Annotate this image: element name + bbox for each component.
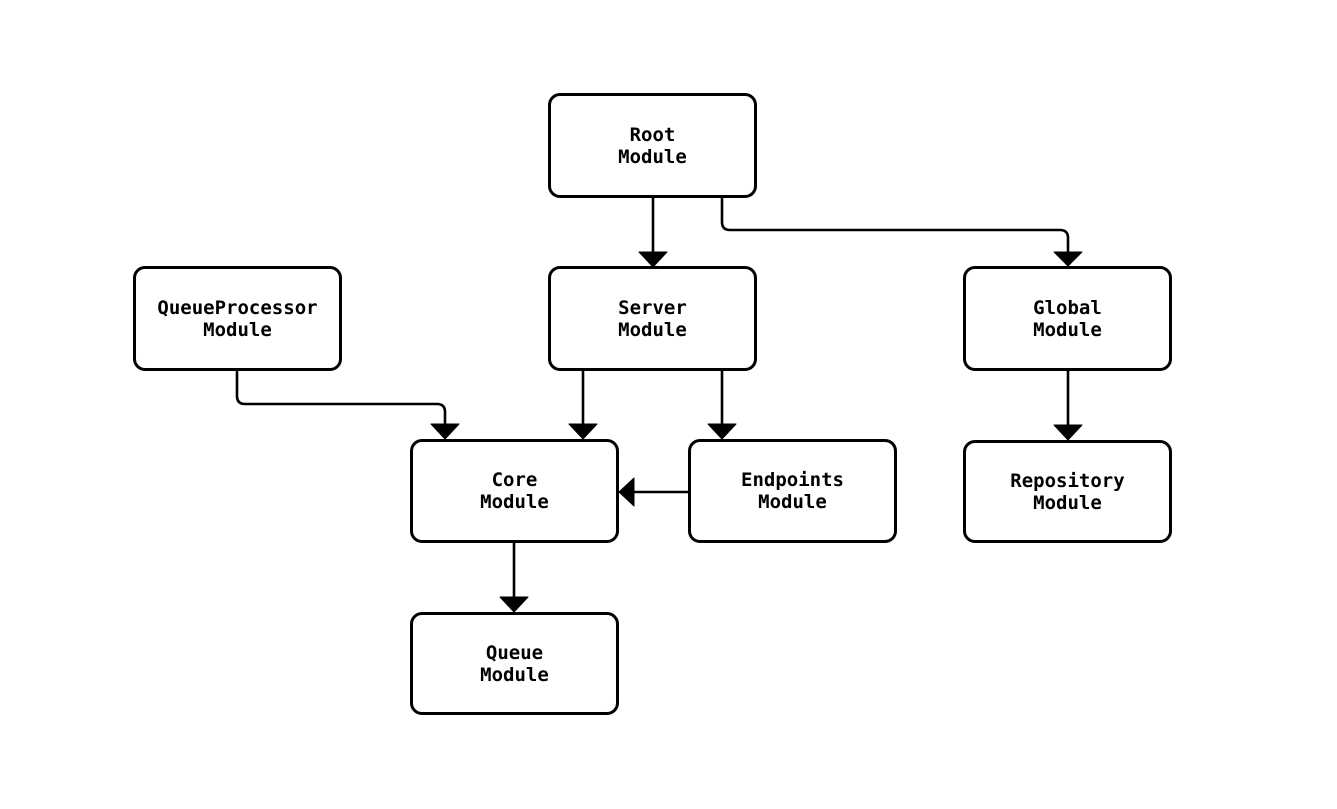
node-label: Endpoints Module xyxy=(741,469,844,513)
edge-endpoints-to-core xyxy=(618,477,688,507)
node-root-module: Root Module xyxy=(548,93,757,198)
edge-core-to-queue xyxy=(499,543,529,613)
edge-server-to-core xyxy=(568,371,598,440)
node-repository-module: Repository Module xyxy=(963,440,1172,543)
edge-root-to-global xyxy=(720,198,1083,267)
node-label: Global Module xyxy=(1033,296,1102,341)
node-label: Repository Module xyxy=(1010,469,1125,514)
node-endpoints-module: Endpoints Module xyxy=(688,439,897,543)
node-label: Server Module xyxy=(618,296,687,341)
node-label: Core Module xyxy=(480,469,549,513)
node-global-module: Global Module xyxy=(963,266,1172,371)
node-queue-module: Queue Module xyxy=(410,612,619,715)
node-queueprocessor-module: QueueProcessor Module xyxy=(133,266,342,371)
node-label: QueueProcessor Module xyxy=(157,296,318,341)
edge-global-to-repository xyxy=(1053,371,1083,441)
edge-queueprocessor-to-core xyxy=(235,371,460,440)
node-server-module: Server Module xyxy=(548,266,757,371)
edge-server-to-endpoints xyxy=(707,371,737,440)
node-label: Root Module xyxy=(618,123,687,168)
node-label: Queue Module xyxy=(480,641,549,686)
node-core-module: Core Module xyxy=(410,439,619,543)
edge-root-to-server xyxy=(638,198,668,268)
